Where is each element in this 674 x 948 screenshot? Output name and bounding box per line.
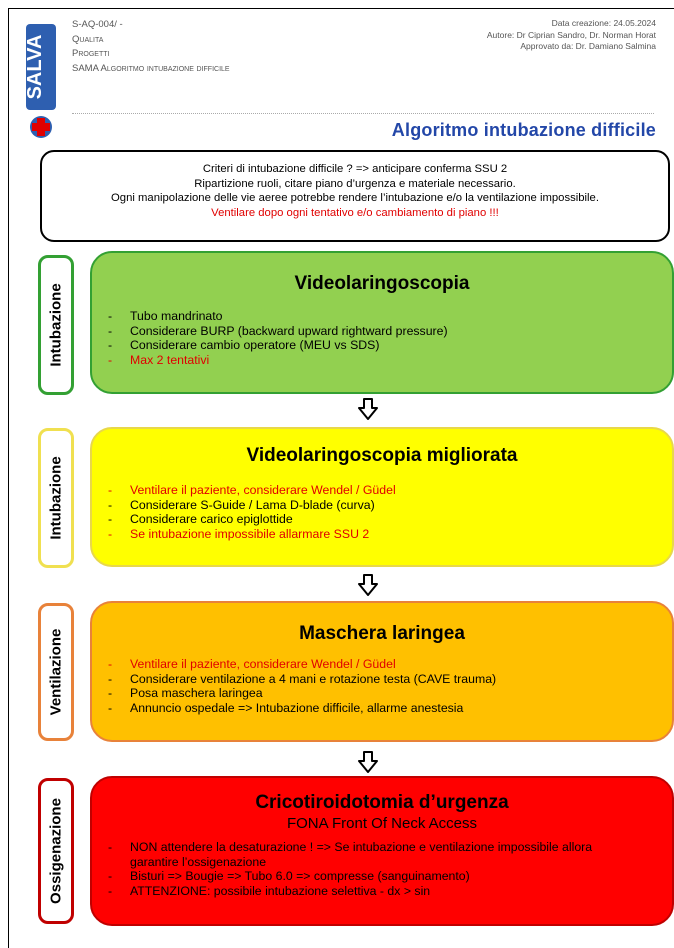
phase-label-text: Ossigenazione [47, 798, 65, 904]
step-item: Considerare carico epiglottide [92, 512, 672, 527]
svg-text:SALVA: SALVA [24, 35, 46, 100]
document-header: S-AQ-004/ - Qualita Progetti SAMA Algori… [72, 18, 230, 76]
step-item: NON attendere la desaturazione ! => Se i… [92, 840, 672, 869]
header-divider [72, 113, 654, 114]
step-item: Se intubazione impossibile allarmare SSU… [92, 527, 672, 542]
step-list: Ventilare il paziente, considerare Wende… [92, 657, 672, 715]
step-item: Ventilare il paziente, considerare Wende… [92, 657, 672, 672]
step-item: Considerare S-Guide / Lama D-blade (curv… [92, 498, 672, 513]
down-arrow-icon [358, 751, 378, 773]
step-item: Ventilare il paziente, considerare Wende… [92, 483, 672, 498]
step-title: Maschera laringea [299, 623, 465, 644]
step-title: Videolaringoscopia migliorata [246, 445, 518, 466]
step-videolaryngoscopy: Videolaringoscopia Tubo mandrinato Consi… [90, 251, 674, 394]
header-line-projects: Progetti [72, 48, 110, 59]
step-title: Cricotiroidotomia d’urgenza [255, 792, 509, 813]
criteria-line: Ogni manipolazione delle vie aeree potre… [111, 192, 599, 204]
step-list: NON attendere la desaturazione ! => Se i… [92, 840, 672, 898]
approved-by: Approvato da: Dr. Damiano Salmina [520, 41, 656, 51]
step-item: Posa maschera laringea [92, 686, 672, 701]
step-item: ATTENZIONE: possibile intubazione selett… [92, 884, 672, 899]
step-item: Considerare ventilazione a 4 mani e rota… [92, 672, 672, 687]
step-subtitle: FONA Front Of Neck Access [286, 815, 478, 832]
criteria-box: Criteri di intubazione difficile ? => an… [40, 150, 670, 242]
authors: Autore: Dr Ciprian Sandro, Dr. Norman Ho… [486, 29, 656, 40]
document-meta: Data creazione: 24.05.2024 Autore: Dr Ci… [487, 18, 656, 53]
step-item: Tubo mandrinato [92, 309, 672, 324]
step-improved-videolaryngoscopy: Videolaringoscopia migliorata Ventilare … [90, 427, 674, 567]
criteria-warning: Ventilare dopo ogni tentativo e/o cambia… [211, 206, 499, 219]
step-list: Ventilare il paziente, considerare Wende… [92, 483, 672, 541]
down-arrow-icon [358, 574, 378, 596]
step-cricothyroidotomy: Cricotiroidotomia d’urgenza FONA Front O… [90, 776, 674, 926]
criteria-line: Ripartizione ruoli, citare piano d’urgen… [194, 177, 516, 190]
page-title: Algoritmo intubazione difficile [391, 120, 656, 140]
step-laryngeal-mask: Maschera laringea Ventilare il paziente,… [90, 601, 674, 742]
salva-logo: SALVA [24, 24, 56, 138]
header-line-quality: Qualita [72, 33, 104, 45]
creation-date: Data creazione: 24.05.2024 [551, 18, 656, 28]
phase-label-text: Intubazione [47, 456, 65, 540]
step-item: Considerare cambio operatore (MEU vs SDS… [92, 338, 672, 353]
step-title: Videolaringoscopia [294, 273, 470, 294]
down-arrow-icon [358, 398, 378, 420]
phase-label-intubation: Intubazione [38, 428, 74, 568]
step-item: Annuncio ospedale => Intubazione diffici… [92, 701, 672, 716]
phase-label-oxygenation: Ossigenazione [38, 778, 74, 924]
phase-label-text: Ventilazione [47, 628, 65, 716]
page-frame [8, 8, 674, 948]
criteria-line: Criteri di intubazione difficile ? => an… [202, 163, 508, 175]
phase-label-text: Intubazione [47, 283, 65, 367]
phase-label-ventilation: Ventilazione [38, 603, 74, 741]
step-item: Bisturi => Bougie => Tubo 6.0 => compres… [92, 869, 672, 884]
step-item: Max 2 tentativi [92, 353, 672, 368]
header-line-doc-title: SAMA Algoritmo intubazione difficile [72, 62, 230, 74]
phase-label-intubation: Intubazione [38, 255, 74, 395]
doc-code: S-AQ-004/ - [72, 19, 123, 30]
step-list: Tubo mandrinato Considerare BURP (backwa… [92, 309, 672, 367]
step-item: Considerare BURP (backward upward rightw… [92, 324, 672, 339]
